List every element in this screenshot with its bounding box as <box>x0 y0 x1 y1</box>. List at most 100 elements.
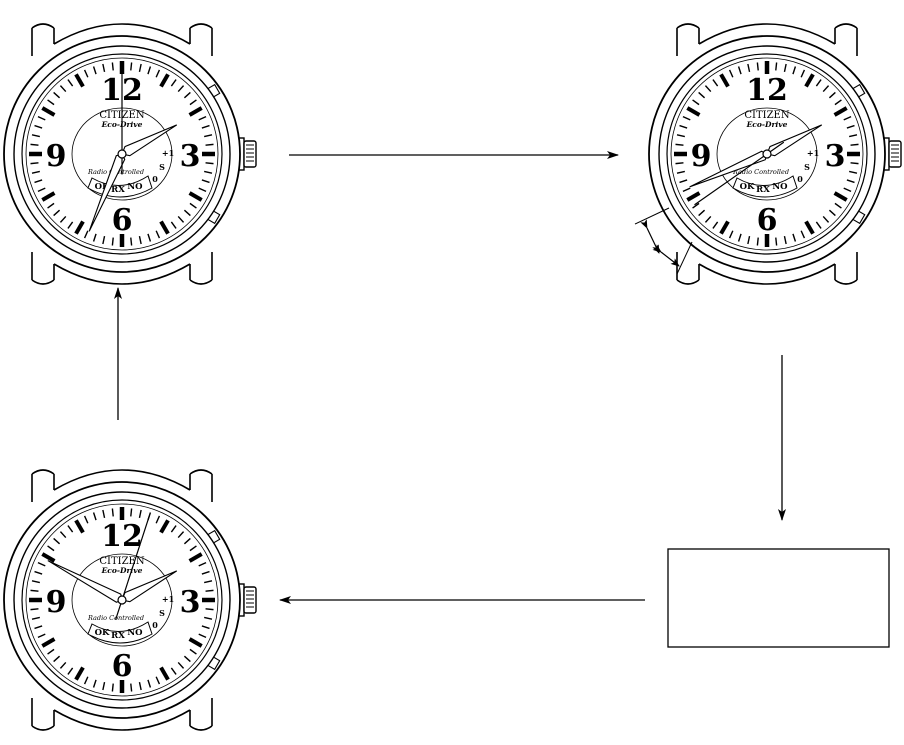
dial-tick <box>756 237 759 246</box>
status-no: NO <box>127 182 143 192</box>
dial-tick <box>155 676 161 685</box>
dial-tick <box>34 124 43 129</box>
blank-box <box>667 548 890 648</box>
status-no: NO <box>772 182 788 192</box>
numeral-6: 6 <box>112 649 133 684</box>
dial-tick <box>775 237 778 246</box>
dial-tick <box>67 525 74 533</box>
dial-tick <box>53 537 61 545</box>
numeral-3: 3 <box>180 139 201 174</box>
numeral-12: 12 <box>101 519 143 554</box>
dial-tick <box>698 209 706 217</box>
numeral-6: 6 <box>757 203 778 238</box>
dial-tick <box>92 66 97 75</box>
scale-mark: 0 <box>152 174 158 184</box>
inner-ring <box>71 553 173 647</box>
dial-tick <box>679 179 688 184</box>
dial-tick <box>74 73 85 88</box>
status-rx: RX <box>756 185 770 195</box>
dial-tick <box>719 73 730 88</box>
hour-hand <box>121 124 178 157</box>
dial-tick <box>37 633 46 639</box>
dial-tick <box>41 106 56 117</box>
dial-tick <box>692 99 700 106</box>
dial-tick <box>198 115 207 121</box>
scale-mark: +1 <box>162 148 174 158</box>
dial-tick <box>74 666 85 681</box>
numeral-12: 12 <box>746 73 788 108</box>
dial-tick <box>815 221 822 229</box>
dial-tick <box>111 62 114 71</box>
brand-label: CITIZEN <box>744 110 789 121</box>
dial-tick <box>686 191 701 202</box>
dial-tick <box>692 202 700 209</box>
dial-tick <box>712 79 719 87</box>
dial-tick <box>74 220 85 235</box>
dial-tick <box>728 230 734 239</box>
dial-tick <box>177 661 185 669</box>
dial-tick <box>675 143 684 146</box>
status-rx: RX <box>111 631 125 641</box>
dial-tick <box>37 187 46 193</box>
dial-tick <box>676 170 685 174</box>
dial-tick <box>34 625 43 630</box>
dial-tick <box>155 69 161 78</box>
dial-tick <box>737 233 742 242</box>
dial-tick <box>682 187 691 193</box>
dial-tick <box>201 625 210 630</box>
dial-tick <box>682 115 691 121</box>
radio-controlled-label: Radio Controlled <box>87 614 144 622</box>
dial-tick <box>201 570 210 575</box>
dial-tick <box>130 508 133 517</box>
dial-tick <box>31 616 40 620</box>
status-no: NO <box>127 628 143 638</box>
center-cap <box>117 149 127 159</box>
dial-tick <box>34 570 43 575</box>
dial-tick <box>775 62 778 71</box>
dial-tick <box>198 187 207 193</box>
dial-tick <box>47 202 55 209</box>
dial-tick <box>800 69 806 78</box>
dial-tick <box>147 233 152 242</box>
dial-tick <box>31 134 40 138</box>
dial-tick <box>53 91 61 99</box>
dial-tick <box>804 220 815 235</box>
numeral-9: 9 <box>691 139 712 174</box>
brand-label: CITIZEN <box>99 556 144 567</box>
dial-tick <box>728 69 734 78</box>
dial-tick <box>67 79 74 87</box>
dial-tick <box>719 220 730 235</box>
dial-tick <box>130 62 133 71</box>
dial-tick <box>41 191 56 202</box>
dial-tick <box>177 85 185 93</box>
dial-tick <box>30 589 39 592</box>
dial-tick <box>159 519 170 534</box>
dial-tick <box>792 233 797 242</box>
dial-tick <box>138 682 142 691</box>
dial-tick <box>676 134 685 138</box>
sweep-indicator <box>634 207 693 275</box>
dial-tick <box>155 230 161 239</box>
dial-tick <box>737 66 742 75</box>
dial-tick <box>783 236 787 245</box>
dial-tick <box>834 99 842 106</box>
dial-tick <box>102 682 106 691</box>
dial-tick <box>747 236 751 245</box>
dial-tick <box>159 73 170 88</box>
dial-tick <box>177 531 185 539</box>
dial-tick <box>53 655 61 663</box>
dial-tick <box>828 91 836 99</box>
dial-tick <box>849 170 858 174</box>
dial-tick <box>822 215 830 223</box>
dial-tick <box>83 515 89 524</box>
dial-tick <box>111 508 114 517</box>
dial-tick <box>686 106 701 117</box>
dial-tick <box>704 215 712 223</box>
dial-tick <box>189 648 197 655</box>
dial-tick <box>828 209 836 217</box>
dial-tick <box>147 66 152 75</box>
scale-mark: 0 <box>152 620 158 630</box>
